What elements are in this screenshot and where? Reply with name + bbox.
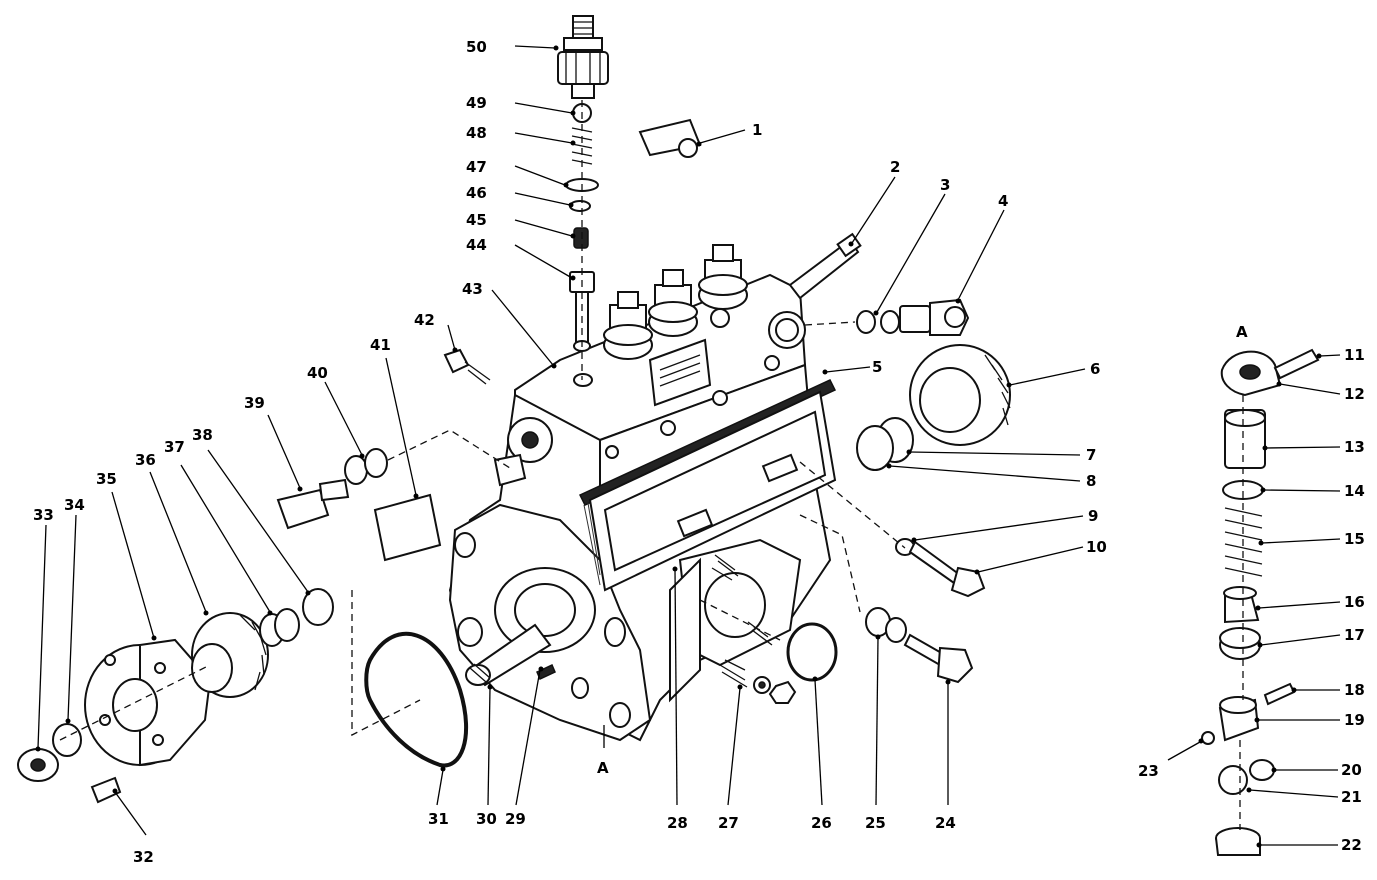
callout-41: 41 bbox=[370, 336, 391, 354]
callout-18: 18 bbox=[1344, 681, 1365, 699]
callout-labels: 50 49 48 47 46 45 44 43 42 41 40 39 38 3… bbox=[33, 38, 1365, 866]
callout-32: 32 bbox=[133, 848, 154, 866]
callout-6: 6 bbox=[1090, 360, 1100, 378]
callout-15: 15 bbox=[1344, 530, 1365, 548]
callout-13: 13 bbox=[1344, 438, 1365, 456]
governor-parts bbox=[1201, 348, 1320, 856]
gear-6-7-8 bbox=[856, 344, 1011, 471]
callout-38: 38 bbox=[192, 426, 213, 444]
callout-37: 37 bbox=[164, 438, 185, 456]
callout-16: 16 bbox=[1344, 593, 1365, 611]
callout-44: 44 bbox=[466, 236, 487, 254]
callout-34: 34 bbox=[64, 496, 85, 514]
callout-50: 50 bbox=[466, 38, 487, 56]
callout-39: 39 bbox=[244, 394, 265, 412]
callout-28: 28 bbox=[667, 814, 688, 832]
callout-1: 1 bbox=[752, 121, 762, 139]
callout-11: 11 bbox=[1344, 346, 1365, 364]
bolt-9-10 bbox=[895, 538, 986, 598]
callout-45: 45 bbox=[466, 211, 487, 229]
callout-21: 21 bbox=[1341, 788, 1362, 806]
callout-49: 49 bbox=[466, 94, 487, 112]
studs-27 bbox=[711, 554, 797, 704]
callout-31: 31 bbox=[428, 810, 449, 828]
callout-36: 36 bbox=[135, 451, 156, 469]
delivery-valve-stack bbox=[557, 15, 609, 352]
callout-2: 2 bbox=[890, 158, 900, 176]
callout-10: 10 bbox=[1086, 538, 1107, 556]
callout-12: 12 bbox=[1344, 385, 1365, 403]
o-ring-26 bbox=[786, 622, 838, 682]
callout-a-lower: A bbox=[597, 759, 609, 777]
callout-30: 30 bbox=[476, 810, 497, 828]
callout-33: 33 bbox=[33, 506, 54, 524]
callout-22: 22 bbox=[1341, 836, 1362, 854]
callout-29: 29 bbox=[505, 810, 526, 828]
callout-48: 48 bbox=[466, 124, 487, 142]
gasket-31 bbox=[364, 631, 469, 768]
callout-35: 35 bbox=[96, 470, 117, 488]
pump-housing bbox=[448, 232, 862, 742]
callout-25: 25 bbox=[865, 814, 886, 832]
callout-17: 17 bbox=[1344, 626, 1365, 644]
bolt-24-25 bbox=[865, 607, 974, 684]
callout-3: 3 bbox=[940, 176, 950, 194]
callout-23: 23 bbox=[1138, 762, 1159, 780]
callout-14: 14 bbox=[1344, 482, 1365, 500]
callout-40: 40 bbox=[307, 364, 328, 382]
drive-flange bbox=[17, 588, 334, 804]
fitting-3-4 bbox=[856, 298, 970, 336]
callout-27: 27 bbox=[718, 814, 739, 832]
callout-43: 43 bbox=[462, 280, 483, 298]
callout-20: 20 bbox=[1341, 761, 1362, 779]
callout-26: 26 bbox=[811, 814, 832, 832]
callout-9: 9 bbox=[1088, 507, 1098, 525]
clip-part-1 bbox=[638, 118, 702, 158]
callout-4: 4 bbox=[998, 192, 1008, 210]
bolts-39-42 bbox=[276, 348, 491, 562]
leader-lines bbox=[35, 45, 1341, 848]
callout-46: 46 bbox=[466, 184, 487, 202]
callout-7: 7 bbox=[1086, 446, 1096, 464]
callout-47: 47 bbox=[466, 158, 487, 176]
callout-19: 19 bbox=[1344, 711, 1365, 729]
callout-8: 8 bbox=[1086, 472, 1096, 490]
assembly-centerlines bbox=[59, 100, 1244, 830]
callout-24: 24 bbox=[935, 814, 956, 832]
callout-a-upper: A bbox=[1236, 323, 1248, 341]
callout-42: 42 bbox=[414, 311, 435, 329]
callout-5: 5 bbox=[872, 358, 882, 376]
